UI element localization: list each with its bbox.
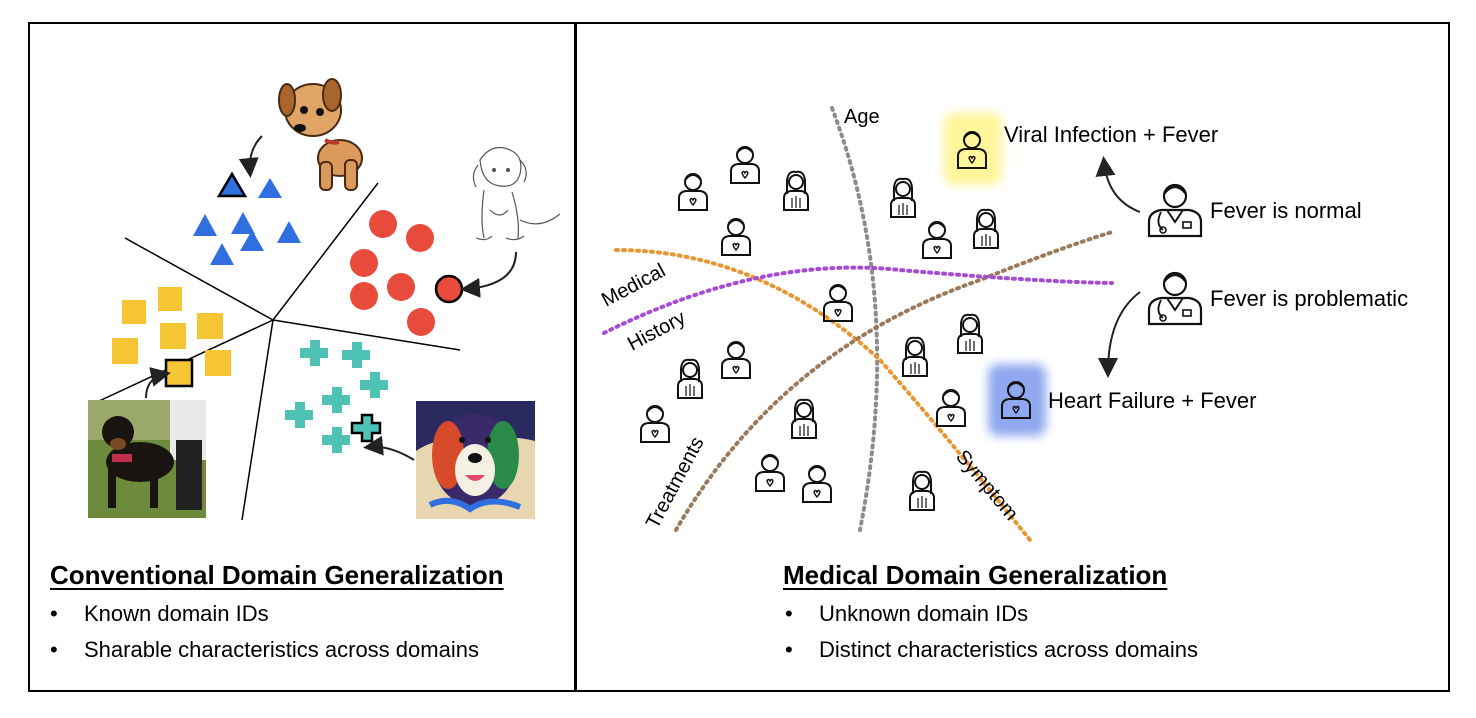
patient-icon xyxy=(640,405,670,443)
cross-highlighted xyxy=(350,413,382,443)
arrow-photo-to-square xyxy=(145,367,171,399)
patient-icon xyxy=(783,170,809,211)
left-bullet-1: Known domain IDs xyxy=(50,596,479,632)
left-panel-heading: Conventional Domain Generalization xyxy=(50,560,504,590)
square-highlighted xyxy=(164,358,194,388)
arrow-cartoon-to-triangle xyxy=(238,135,263,178)
age-axis-label: Age xyxy=(844,106,880,128)
patient-icon xyxy=(802,465,832,503)
fever-problematic-label: Fever is problematic xyxy=(1210,286,1409,311)
rottweiler-photo xyxy=(88,400,206,518)
left-panel-bullets: Known domain IDs Sharable characteristic… xyxy=(50,596,479,668)
arrow-problematic-to-heart xyxy=(1098,291,1141,378)
patient-icon xyxy=(890,177,916,218)
right-panel-border xyxy=(575,22,1450,692)
right-bullet-1: Unknown domain IDs xyxy=(785,596,1198,632)
treatments-axis-line xyxy=(674,230,1114,532)
patient-icon xyxy=(902,336,928,377)
arrow-normal-to-viral xyxy=(1095,156,1141,213)
history-axis-line xyxy=(602,265,1114,335)
triangle-highlighted xyxy=(216,171,248,198)
age-axis-line xyxy=(830,106,880,532)
patient-icon xyxy=(721,218,751,256)
patient-icon xyxy=(909,470,935,511)
triangle-cluster xyxy=(193,171,301,265)
patient-icon xyxy=(936,389,966,427)
patient-icon xyxy=(957,313,983,354)
patient-icon xyxy=(755,454,785,492)
right-bullet-2: Distinct characteristics across domains xyxy=(785,632,1198,668)
viral-infection-label: Viral Infection + Fever xyxy=(1004,122,1219,147)
patient-icon xyxy=(973,208,999,249)
right-panel-heading: Medical Domain Generalization xyxy=(783,560,1168,590)
sketch-dog-image xyxy=(472,147,561,241)
painted-dog-image xyxy=(416,401,535,519)
patient-icon xyxy=(823,284,853,322)
patient-icon xyxy=(730,146,760,184)
arrow-sketch-to-circle xyxy=(460,251,517,298)
square-cluster xyxy=(112,287,231,388)
circle-cluster xyxy=(350,210,464,336)
patient-icon xyxy=(721,341,751,379)
patient-icon xyxy=(677,358,703,399)
patient-icon xyxy=(678,173,708,211)
patient-icon xyxy=(922,221,952,259)
left-bullet-2: Sharable characteristics across domains xyxy=(50,632,479,668)
patient-icon xyxy=(791,398,817,439)
axis-curves xyxy=(602,106,1114,542)
doctor-icon-problematic xyxy=(1147,271,1203,326)
symptom-axis-line xyxy=(614,248,1032,542)
cross-cluster xyxy=(285,340,388,453)
fever-normal-label: Fever is normal xyxy=(1210,198,1362,223)
cartoon-dog-image xyxy=(278,78,363,191)
right-panel-bullets: Unknown domain IDs Distinct characterist… xyxy=(785,596,1198,668)
heart-failure-label: Heart Failure + Fever xyxy=(1048,388,1257,413)
circle-highlighted xyxy=(434,274,464,304)
doctor-icon-normal xyxy=(1147,183,1203,238)
arrow-painting-to-cross xyxy=(363,435,415,461)
